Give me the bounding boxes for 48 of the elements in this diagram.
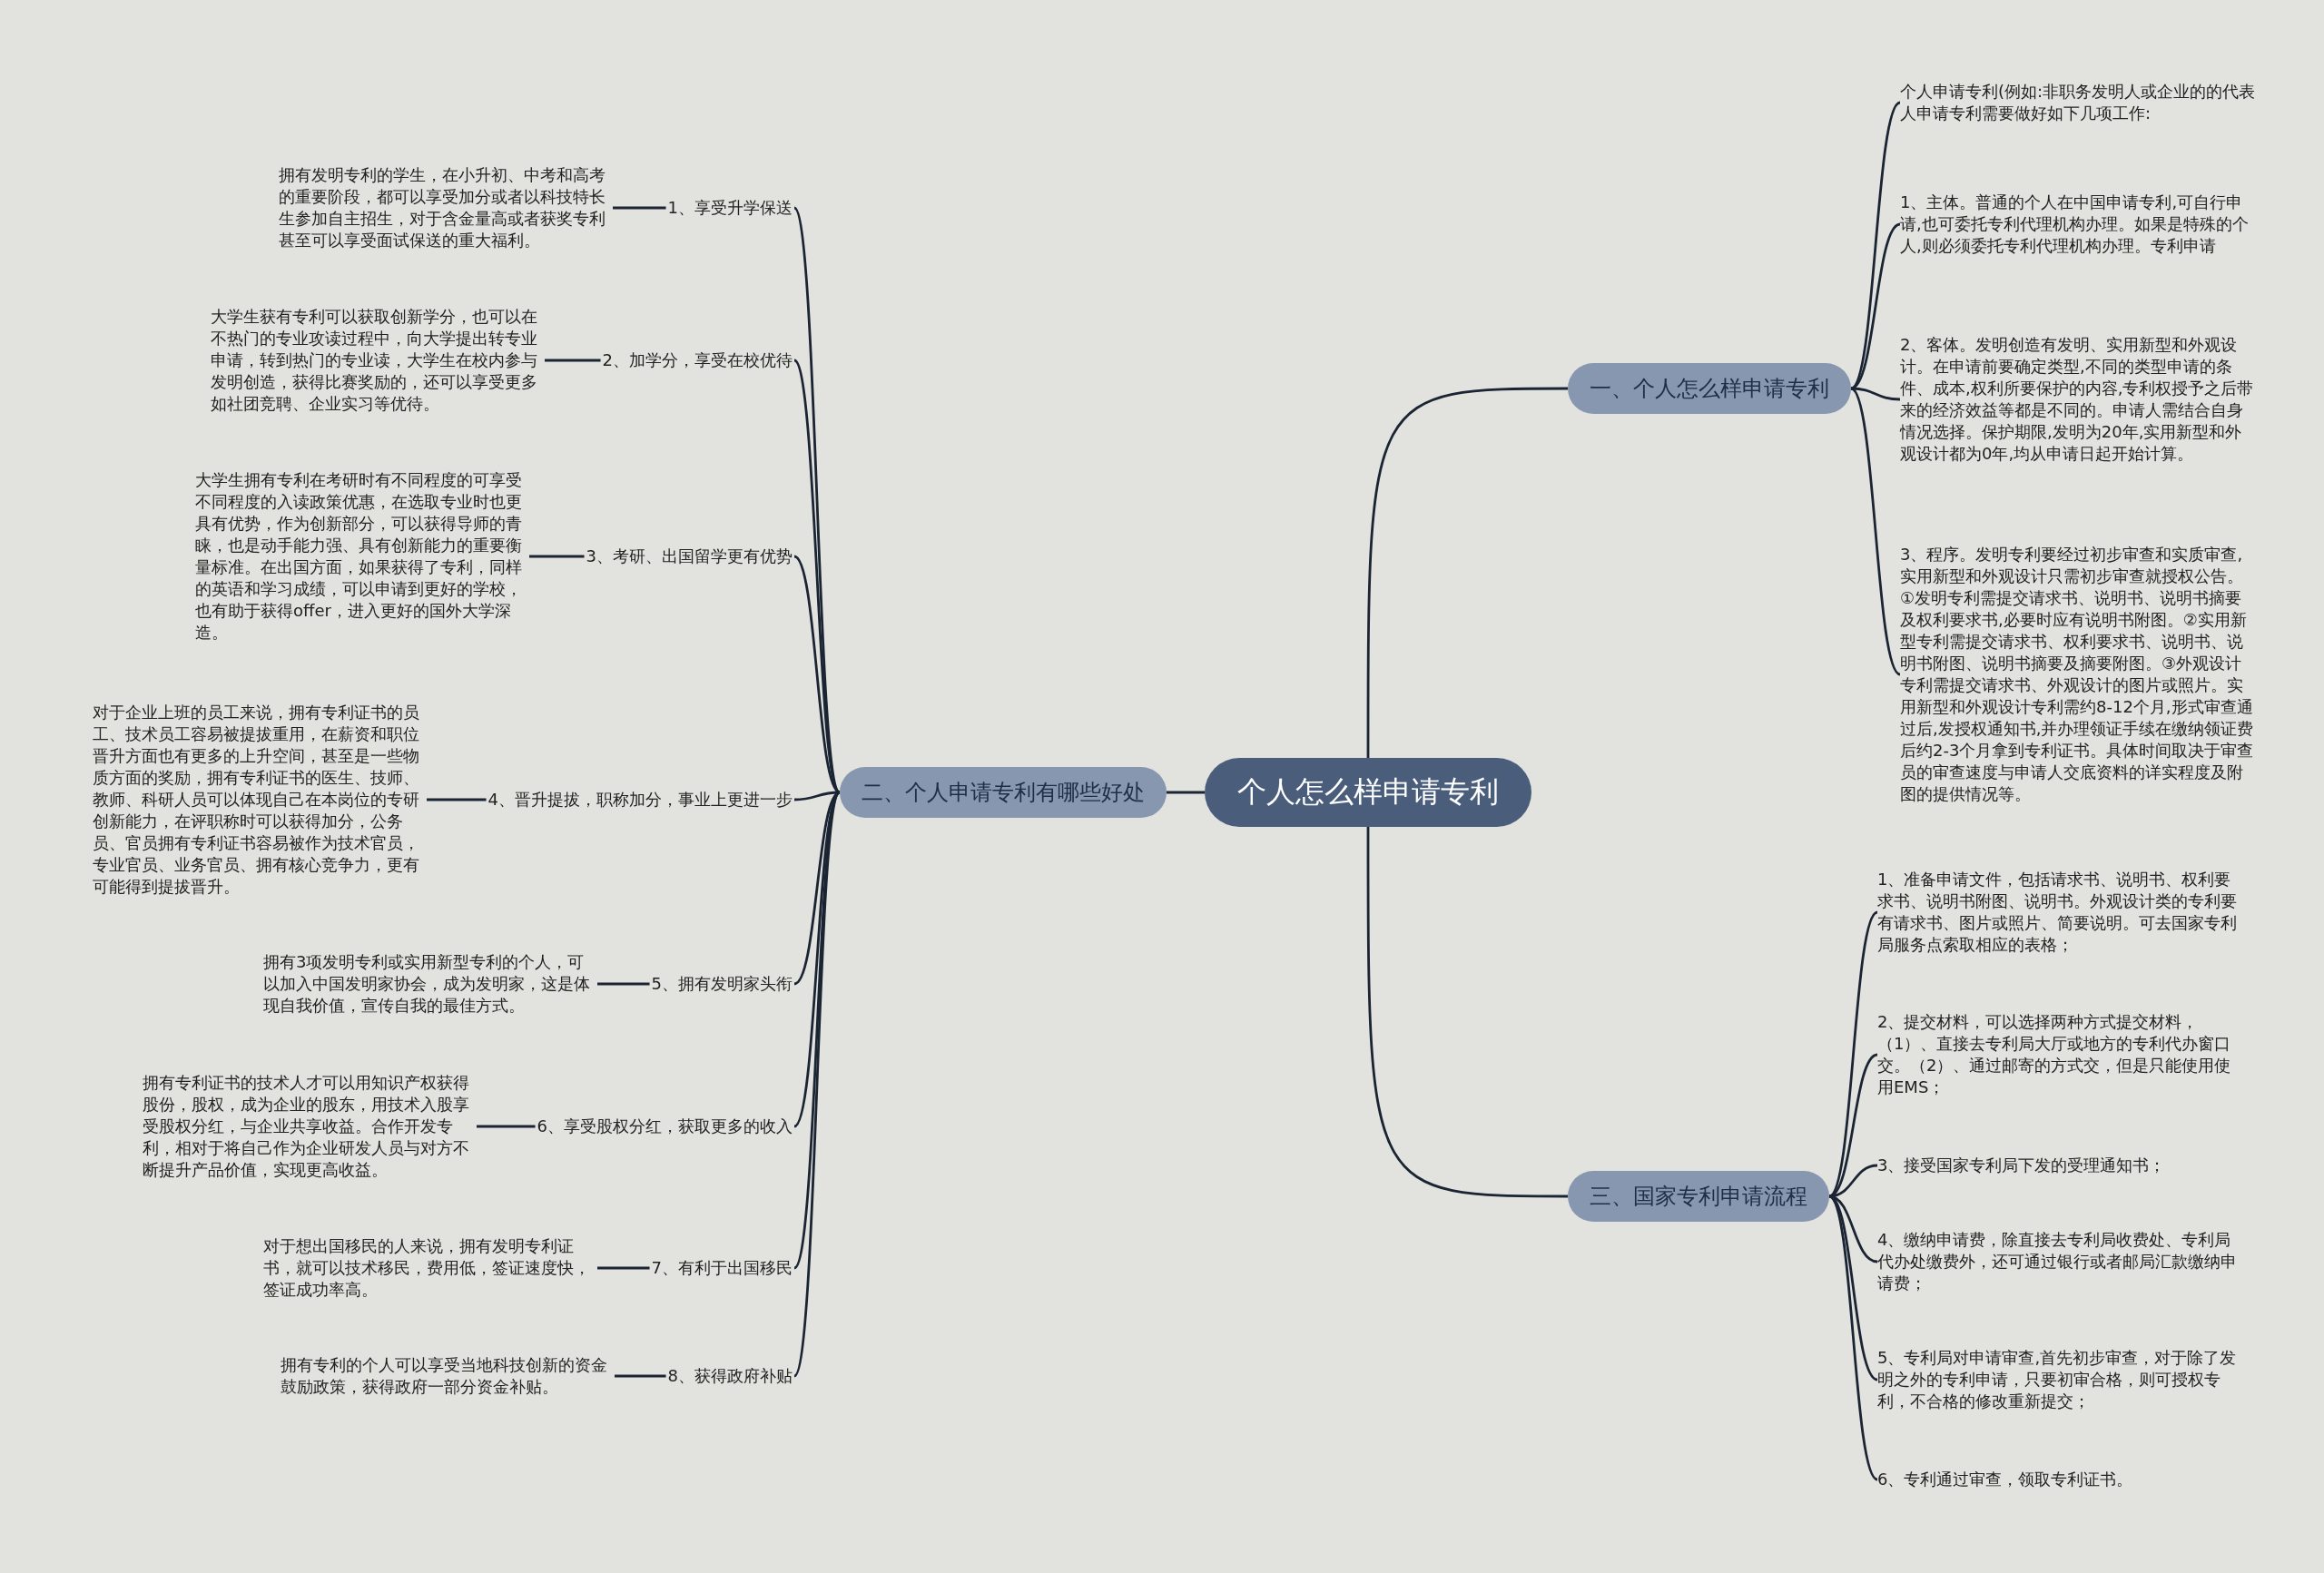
description-text: 拥有3项发明专利或实用新型专利的个人，可以加入中国发明家协会，成为发明家，这是体现自我价值，宣传自我的最佳方式。	[263, 951, 597, 1017]
description-text: 6、专利通过审查，领取专利证书。	[1877, 1469, 2240, 1490]
subtopic-label: 5、拥有发明家头衔	[649, 971, 794, 997]
connector-line	[427, 798, 487, 801]
connector-line	[1167, 791, 1205, 794]
connector-line	[793, 207, 842, 793]
subtopic-label: 4、晋升提拔，职称加分，事业上更进一步	[486, 787, 794, 812]
description-text: 2、提交材料，可以选择两种方式提交材料，（1）、直接去专利局大厅或地方的专利代办窗口交。（2）、通过邮寄的方式交，但是只能使用使用EMS；	[1877, 1011, 2240, 1098]
subtopic-label: 1、享受升学保送	[665, 195, 794, 221]
description-text: 1、主体。普通的个人在中国申请专利,可自行申请,也可委托专利代理机构办理。如果是特殊的个人,则必须委托专利代理机构办理。专利申请	[1900, 192, 2256, 257]
connector-line	[1850, 388, 1901, 675]
subtopic-label: 2、加学分，享受在校优待	[600, 348, 794, 373]
description-text: 4、缴纳申请费，除直接去专利局收费处、专利局代办处缴费外，还可通过银行或者邮局汇款缴纳申请费；	[1877, 1229, 2240, 1294]
description-text: 拥有发明专利的学生，在小升初、中考和高考的重要阶段，都可以享受加分或者以科技特长生参加自主招生，对于含金量高或者获奖专利甚至可以享受面试保送的重大福利。	[279, 164, 613, 251]
description-text: 对于想出国移民的人来说，拥有发明专利证书，就可以技术移民，费用低，签证速度快，签证成功率高。	[263, 1235, 597, 1301]
description-text: 1、准备申请文件，包括请求书、说明书、权利要求书、说明书附图、说明书。外观设计类的专利要有请求书、图片或照片、简要说明。可去国家专利局服务点索取相应的表格；	[1877, 869, 2240, 956]
description-text: 大学生拥有专利在考研时有不同程度的可享受不同程度的入读政策优惠，在选取专业时也更具有优势，作为创新部分，可以获得导师的青睐，也是动手能力强、具有创新能力的重要衡量标准。在出国方面，如果获得了专利，同样的英语和学习成绩，可以申请到更好的学校，也有助于获得offer，进入更好的国外大学深造。	[195, 469, 529, 644]
description-text: 5、专利局对申请审查,首先初步审查，对于除了发明之外的专利申请，只要初审合格，则可授权专利，不合格的修改重新提交；	[1877, 1347, 2240, 1412]
connector-line	[477, 1125, 536, 1128]
subtopic-label: 7、有利于出国移民	[649, 1255, 794, 1281]
subtopic-label: 3、考研、出国留学更有优势	[584, 544, 794, 569]
description-text: 2、客体。发明创造有发明、实用新型和外观设计。在申请前要确定类型,不同的类型申请的条件、成本,权利所要保护的内容,专利权授予之后带来的经济效益等都是不同的。申请人需结合自身情况选择。保护期限,发明为20年,实用新型和外观设计都为0年,均从申请日起开始计算。	[1900, 334, 2256, 465]
branch-topic: 二、个人申请专利有哪些好处	[840, 767, 1167, 818]
connector-line	[597, 1266, 650, 1270]
connector-line	[597, 982, 650, 986]
connector-line	[1850, 102, 1901, 389]
description-text: 个人申请专利(例如:非职务发明人或企业的的代表人申请专利需要做好如下几项工作:	[1900, 81, 2256, 124]
subtopic-label: 8、获得政府补贴	[665, 1363, 794, 1389]
connector-line	[615, 1374, 666, 1378]
branch-topic: 三、国家专利申请流程	[1568, 1171, 1829, 1222]
connector-line	[1828, 911, 1878, 1197]
description-text: 对于企业上班的员工来说，拥有专利证书的员工、技术员工容易被提拔重用，在薪资和职位晋升方面也有更多的上升空间，甚至是一些物质方面的奖励，拥有专利证书的医生、技师、教师、科研人员可以体现自己在本岗位的专研创新能力，在评职称时可以获得加分，公务员、官员拥有专利证书容易被作为技术官员，专业官员、业务官员、拥有核心竞争力，更有可能得到提拔晋升。	[93, 702, 427, 898]
description-text: 3、接受国家专利局下发的受理通知书；	[1877, 1155, 2240, 1176]
description-text: 大学生获有专利可以获取创新学分，也可以在不热门的专业攻读过程中，向大学提出转专业申请，转到热门的专业读，大学生在校内参与发明创造，获得比赛奖励的，还可以享受更多如社团竞聘、企业实习等优待。	[211, 306, 545, 415]
connector-line	[613, 206, 666, 210]
branch-topic: 一、个人怎么样申请专利	[1568, 363, 1851, 414]
connector-line	[793, 791, 842, 1377]
description-text: 拥有专利的个人可以享受当地科技创新的资金鼓励政策，获得政府一部分资金补贴。	[281, 1354, 615, 1398]
description-text: 拥有专利证书的技术人才可以用知识产权获得股份，股权，成为企业的股东，用技术入股享受股权分红，与企业共享收益。合作开发专利，相对于将自己作为企业研发人员与对方不断提升产品价值，实现更高收益。	[143, 1072, 477, 1181]
description-text: 3、程序。发明专利要经过初步审查和实质审查,实用新型和外观设计只需初步审查就授权公告。①发明专利需提交请求书、说明书、说明书摘要及权利要求书,必要时应有说明书附图。②实用新型专利需提交请求书、权利要求书、说明书、说明书附图、说明书摘要及摘要附图。③外观设计专利需提交请求书、外观设计的图片或照片。实用新型和外观设计专利需约8-12个月,形式审查通过后,发授权通知书,并办理领证手续在缴纳领证费后约2-3个月拿到专利证书。具体时间取决于审查员的审查速度与申请人交底资料的详实程度及附图的提供情况等。	[1900, 544, 2256, 805]
connector-line	[1828, 1195, 1878, 1480]
connector-line	[1366, 387, 1568, 758]
connector-line	[1850, 222, 1901, 390]
subtopic-label: 6、享受股权分红，获取更多的收入	[535, 1114, 794, 1139]
connector-line	[545, 359, 601, 362]
connector-line	[529, 555, 585, 558]
connector-line	[1366, 827, 1568, 1198]
central-topic: 个人怎么样申请专利	[1205, 758, 1531, 827]
